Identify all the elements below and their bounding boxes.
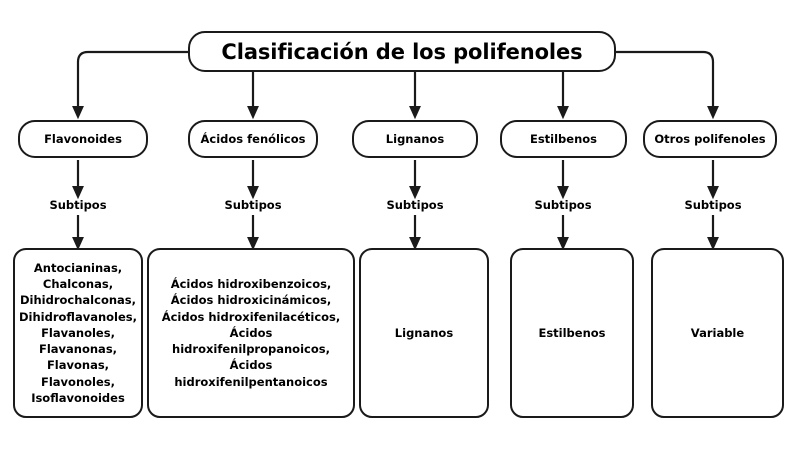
category-node-otros-polifenoles[interactable]: Otros polifenoles (643, 120, 777, 158)
subtipos-label-lignanos: Subtipos (386, 198, 444, 212)
category-node-estilbenos[interactable]: Estilbenos (500, 120, 627, 158)
connector-title-to-otros-polifenoles (616, 50, 719, 120)
category-node-flavonoides[interactable]: Flavonoides (18, 120, 148, 158)
subtipos-label-acidos-fenolicos: Subtipos (224, 198, 282, 212)
detail-node-estilbenos[interactable]: Estilbenos (510, 248, 634, 418)
subtipos-label-estilbenos: Subtipos (534, 198, 592, 212)
detail-text-flavonoides: Antocianinas, Chalconas, Dihidrochalcona… (19, 260, 138, 406)
category-label-flavonoides: Flavonoides (44, 132, 122, 146)
subtipos-label-flavonoides: Subtipos (49, 198, 107, 212)
category-label-acidos-fenolicos: Ácidos fenólicos (200, 132, 306, 146)
detail-node-lignanos[interactable]: Lignanos (359, 248, 489, 418)
detail-text-estilbenos: Estilbenos (538, 325, 606, 340)
detail-node-otros-polifenoles[interactable]: Variable (651, 248, 784, 418)
category-label-otros-polifenoles: Otros polifenoles (654, 132, 766, 146)
subtipos-label-otros-polifenoles: Subtipos (684, 198, 742, 212)
detail-node-acidos-fenolicos[interactable]: Ácidos hidroxibenzoicos, Ácidos hidroxic… (147, 248, 355, 418)
category-label-estilbenos: Estilbenos (529, 132, 598, 146)
category-node-acidos-fenolicos[interactable]: Ácidos fenólicos (188, 120, 318, 158)
root-node-title[interactable]: Clasificación de los polifenoles (188, 31, 616, 72)
connector-title-to-flavonoides (72, 50, 188, 120)
category-node-lignanos[interactable]: Lignanos (352, 120, 478, 158)
detail-node-flavonoides[interactable]: Antocianinas, Chalconas, Dihidrochalcona… (13, 248, 143, 418)
root-title-label: Clasificación de los polifenoles (221, 39, 583, 64)
detail-text-acidos-fenolicos: Ácidos hidroxibenzoicos, Ácidos hidroxic… (161, 276, 341, 389)
category-label-lignanos: Lignanos (385, 132, 445, 146)
detail-text-lignanos: Lignanos (394, 325, 454, 340)
detail-text-otros-polifenoles: Variable (690, 325, 745, 340)
